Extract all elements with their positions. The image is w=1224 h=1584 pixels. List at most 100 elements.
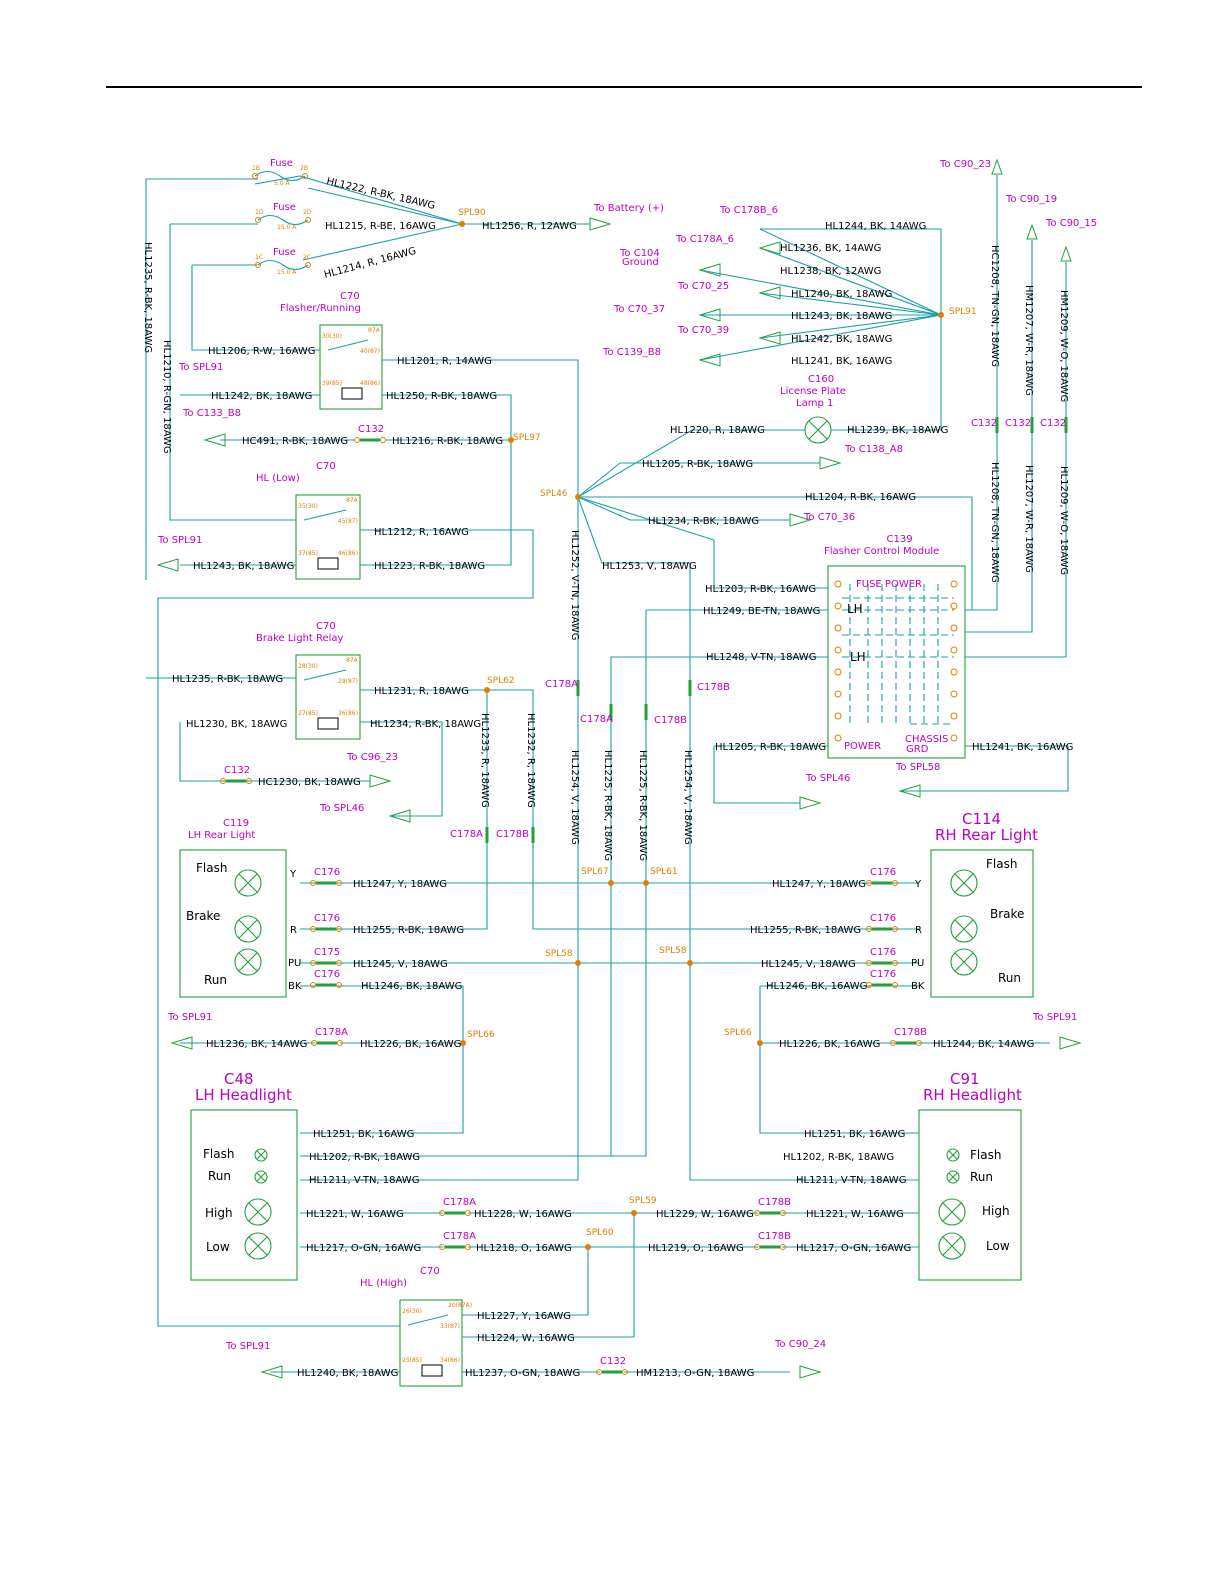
relay-contact bbox=[303, 509, 347, 521]
lamp-bulb bbox=[234, 948, 262, 976]
arrow-10 bbox=[203, 433, 226, 447]
target-label: To Battery (+) bbox=[593, 203, 664, 214]
lamp-cross bbox=[954, 873, 974, 893]
c139-pin-a bbox=[834, 690, 842, 698]
relay-box bbox=[319, 324, 383, 410]
wire-label: HM1209, W-O, 18AWG bbox=[1058, 290, 1069, 402]
wire-label: HL1211, V-TN, 18AWG bbox=[309, 1175, 419, 1186]
splice-label: SPL67 bbox=[581, 867, 609, 877]
plug-pin bbox=[916, 1040, 922, 1046]
module-box bbox=[179, 849, 287, 998]
arrow-18 bbox=[170, 1036, 193, 1050]
plug-pin bbox=[754, 1210, 760, 1216]
wire-label: HL1254, V, 18AWG bbox=[569, 750, 580, 845]
pin-mark: R bbox=[290, 925, 297, 936]
relay-sub: HL (High) bbox=[360, 1278, 407, 1289]
target-label: Ground bbox=[622, 257, 659, 268]
wire-label: HL1201, R, 14AWG bbox=[397, 356, 492, 367]
wire-label: HL1227, Y, 16AWG bbox=[477, 1311, 571, 1322]
target-label: To C178A_6 bbox=[675, 234, 734, 245]
relay-pin: 39(85) bbox=[322, 380, 342, 387]
plug-pin bbox=[892, 982, 898, 988]
wire-label: HL1236, BK, 14AWG bbox=[780, 243, 881, 254]
wire-32 bbox=[179, 722, 226, 782]
arrow-6 bbox=[698, 353, 721, 367]
plug-pin bbox=[754, 1244, 760, 1250]
splice-label: SPL59 bbox=[629, 1196, 657, 1206]
arrow-19 bbox=[1059, 1036, 1082, 1050]
plug-label: C176 bbox=[314, 969, 340, 980]
fuse-terminal bbox=[252, 173, 258, 179]
c139-pin-a bbox=[834, 712, 842, 720]
module-sub: LH Rear Light bbox=[188, 830, 255, 841]
relay-contact bbox=[327, 339, 369, 351]
c139-pin-b bbox=[950, 668, 958, 676]
lamp-bulb bbox=[950, 915, 978, 943]
plug-pin bbox=[866, 982, 872, 988]
lamp-cross bbox=[942, 1236, 962, 1256]
wire-label: HL1225, R-BK, 18AWG bbox=[602, 750, 613, 861]
arrow-5 bbox=[758, 331, 781, 345]
arrow-15 bbox=[388, 809, 411, 823]
target-label: To C90_24 bbox=[774, 1339, 826, 1350]
relay-pin: 87A bbox=[346, 497, 359, 504]
fuse-terminal bbox=[255, 217, 261, 223]
pin-mark: PU bbox=[911, 958, 924, 969]
lamp-cross bbox=[248, 1236, 268, 1256]
c139-pin-b bbox=[950, 734, 958, 742]
plug-label: C176 bbox=[314, 913, 340, 924]
splice-label: SPL66 bbox=[467, 1030, 495, 1040]
wire-label: HL1214, R, 16AWG bbox=[323, 246, 417, 281]
target-label: To SPL91 bbox=[178, 362, 223, 373]
arrow-21 bbox=[799, 1365, 822, 1379]
target-label: To SPL91 bbox=[225, 1341, 270, 1352]
plug-label: C176 bbox=[870, 969, 896, 980]
relay-pin: 29(87) bbox=[338, 678, 358, 685]
small-lamp bbox=[254, 1148, 268, 1162]
splice-dot bbox=[757, 1040, 763, 1046]
plug-label: C178B bbox=[758, 1231, 791, 1242]
plug-pin bbox=[354, 437, 360, 443]
plug-label: C176 bbox=[870, 867, 896, 878]
arrow-11 bbox=[819, 456, 842, 470]
wire-label: HL1247, Y, 18AWG bbox=[772, 879, 866, 890]
plug-pin bbox=[336, 926, 342, 932]
plug-pin bbox=[622, 1369, 628, 1375]
wire-34 bbox=[360, 721, 443, 817]
wire-label: HL1246, BK, 18AWG bbox=[361, 981, 462, 992]
target-label: To C104 bbox=[619, 248, 660, 259]
plug-pin bbox=[337, 1040, 343, 1046]
wire-22 bbox=[577, 496, 828, 589]
wire-label: HL1232, R, 18AWG bbox=[525, 713, 536, 808]
wire-label: HC491, R-BK, 18AWG bbox=[242, 436, 348, 447]
module-sub: RH Rear Light bbox=[935, 826, 1038, 844]
vplug-label: C178A bbox=[450, 829, 483, 840]
vplug-label: C178B bbox=[654, 715, 687, 726]
target-label: To SPL46 bbox=[319, 803, 364, 814]
lamp-label: High bbox=[205, 1206, 233, 1220]
plug-label: C132 bbox=[224, 765, 250, 776]
splice-label: SPL58 bbox=[659, 946, 687, 956]
plug-label: C132 bbox=[358, 424, 384, 435]
plug-label: C178B bbox=[894, 1027, 927, 1038]
lamp-bulb bbox=[938, 1232, 966, 1260]
arrow-13 bbox=[156, 558, 179, 572]
wire-label: HL1238, BK, 12AWG bbox=[780, 266, 881, 277]
target-label: To SPL91 bbox=[167, 1012, 212, 1023]
relay-box bbox=[295, 654, 361, 740]
fuse-label: Fuse bbox=[270, 158, 293, 169]
wire-label: HL1234, R-BK, 18AWG bbox=[370, 719, 481, 730]
wire-label: HL1243, BK, 18AWG bbox=[193, 561, 294, 572]
wire-label: HL1241, BK, 16AWG bbox=[791, 356, 892, 367]
relay-coil bbox=[421, 1364, 443, 1377]
module-name: C139 bbox=[887, 534, 913, 545]
plug-pin bbox=[465, 1210, 471, 1216]
wire-label: HL1254, V, 18AWG bbox=[682, 750, 693, 845]
wire-59 bbox=[699, 269, 942, 316]
relay-coil bbox=[317, 557, 339, 570]
splice-dot bbox=[608, 880, 614, 886]
plug-pin bbox=[780, 1244, 786, 1250]
fuse-pin: 1C bbox=[255, 254, 263, 261]
pin-mark: BK bbox=[288, 981, 302, 992]
wire-label: HL1205, R-BK, 18AWG bbox=[642, 459, 753, 470]
